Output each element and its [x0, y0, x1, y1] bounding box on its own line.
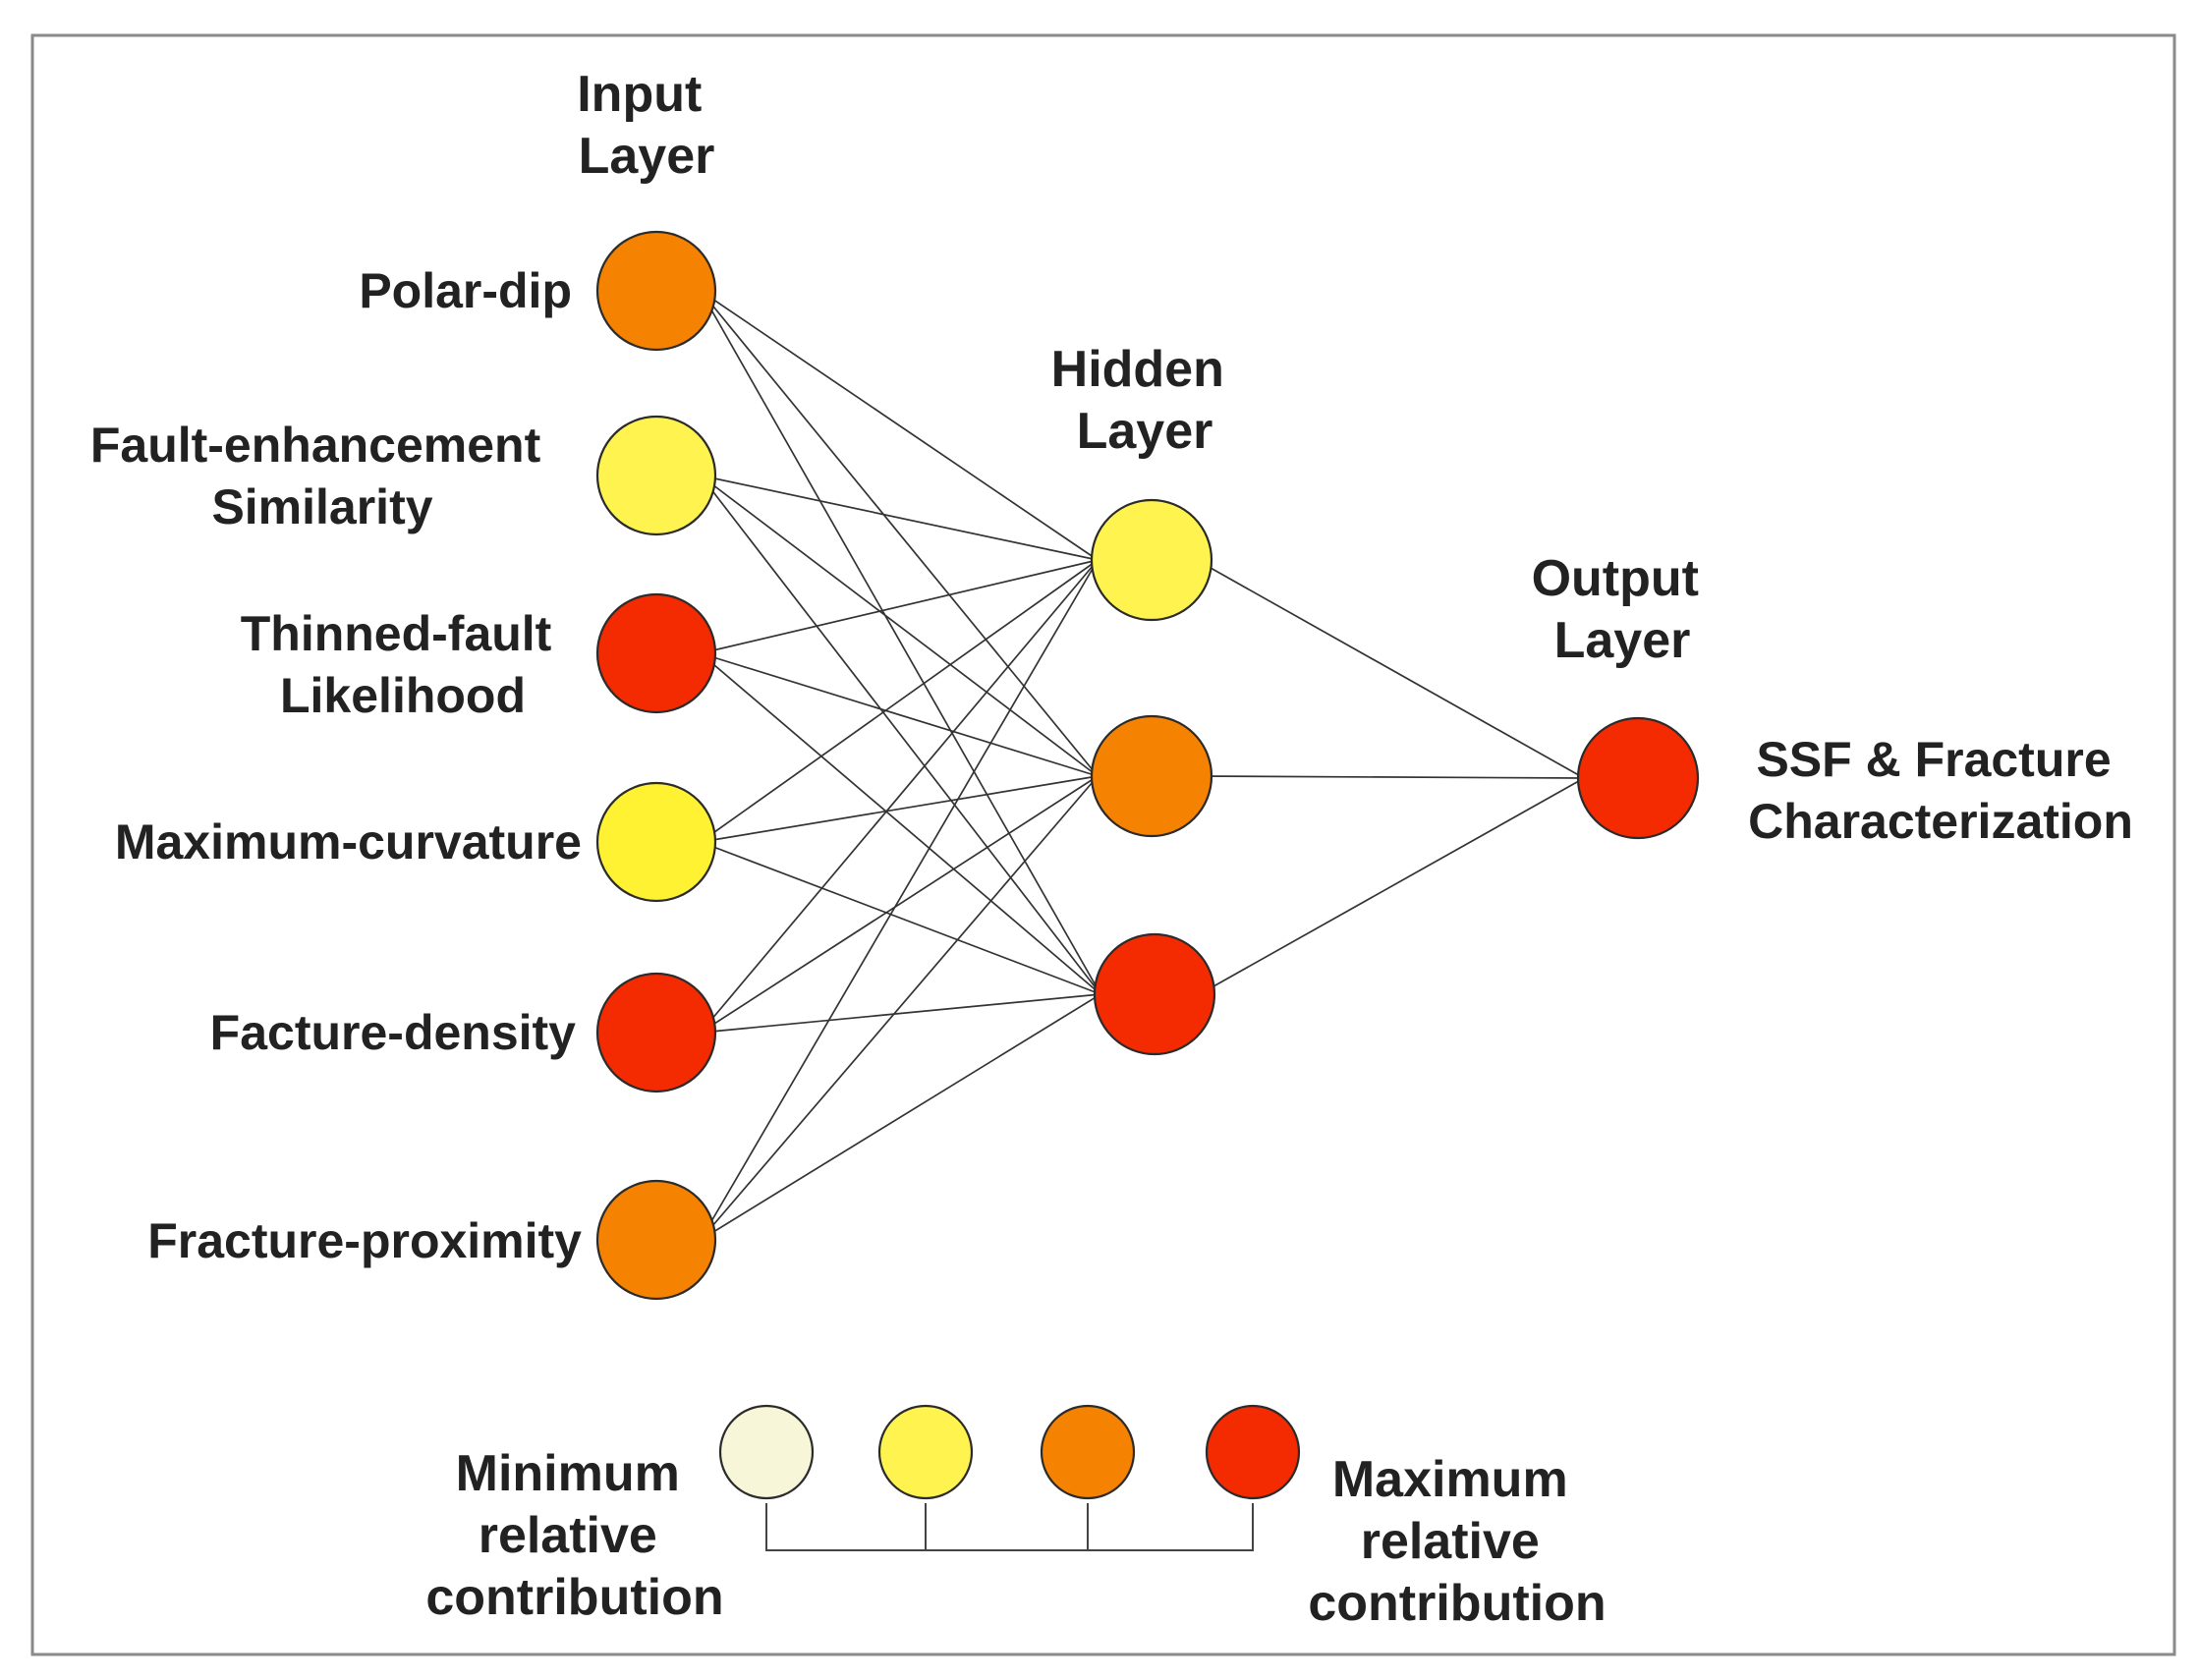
- legend-max-label: Maximum relative contribution: [1308, 1451, 1606, 1632]
- input-node-fracture-proximity: [595, 1179, 717, 1301]
- edge-input-1-hidden-2: [700, 290, 1099, 777]
- edge-input-4-hidden-1: [700, 559, 1099, 843]
- edge-input-2-hidden-2: [700, 475, 1099, 777]
- edge-input-2-hidden-3: [700, 475, 1101, 995]
- edge-input-1-hidden-1: [700, 290, 1099, 561]
- input-label-fault-enhancement: Fault-enhancement Similarity: [90, 418, 554, 534]
- edge-input-2-hidden-1: [700, 475, 1099, 561]
- input-label-thinned-fault: Thinned-fault Likelihood: [241, 606, 566, 723]
- edge-input-5-hidden-2: [700, 775, 1099, 1034]
- edge-input-5-hidden-1: [700, 559, 1099, 1034]
- edge-input-3-hidden-3: [700, 652, 1101, 995]
- legend-swatch-4: [1205, 1404, 1301, 1500]
- legend-bracket: [765, 1503, 1254, 1551]
- hidden-node-3: [1093, 932, 1216, 1056]
- edge-input-5-hidden-3: [700, 993, 1101, 1034]
- edge-input-4-hidden-2: [700, 775, 1099, 843]
- hidden-layer-header: Hidden Layer: [1051, 341, 1239, 460]
- diagram-frame: [30, 33, 2176, 1656]
- edge-input-4-hidden-3: [700, 841, 1101, 995]
- input-node-thinned-fault: [595, 592, 717, 714]
- edge-hidden-1-output: [1196, 559, 1585, 779]
- edge-hidden-2-output: [1196, 775, 1585, 779]
- hidden-node-1: [1090, 498, 1213, 622]
- input-label-facture-density: Facture-density: [210, 1005, 577, 1060]
- input-label-fracture-proximity: Fracture-proximity: [147, 1213, 582, 1268]
- input-node-facture-density: [595, 972, 717, 1093]
- hidden-node-2: [1090, 714, 1213, 838]
- legend-swatch-3: [1040, 1404, 1136, 1500]
- legend-min-label: Minimum relative contribution: [425, 1445, 723, 1626]
- edge-input-6-hidden-3: [700, 993, 1101, 1241]
- input-node-polar-dip: [595, 230, 717, 352]
- input-node-fault-enhancement: [595, 415, 717, 536]
- legend: Minimum relative contribution Maximum re…: [425, 1404, 1607, 1632]
- legend-swatch-1: [718, 1404, 815, 1500]
- input-layer-header: Input Layer: [577, 66, 716, 185]
- edge-input-3-hidden-1: [700, 559, 1099, 654]
- output-node: [1576, 716, 1700, 840]
- edge-input-6-hidden-2: [700, 775, 1099, 1241]
- output-label: SSF & Fracture Characterization: [1748, 732, 2133, 849]
- output-layer-header: Output Layer: [1532, 550, 1714, 669]
- edge-hidden-3-output: [1199, 777, 1585, 995]
- edge-input-6-hidden-1: [700, 559, 1099, 1241]
- edge-input-1-hidden-3: [700, 290, 1101, 995]
- legend-swatch-2: [877, 1404, 974, 1500]
- input-node-maximum-curvature: [595, 781, 717, 903]
- input-label-maximum-curvature: Maximum-curvature: [115, 814, 582, 869]
- edge-input-3-hidden-2: [700, 652, 1099, 777]
- connections: [700, 290, 1585, 1241]
- input-label-polar-dip: Polar-dip: [359, 263, 572, 318]
